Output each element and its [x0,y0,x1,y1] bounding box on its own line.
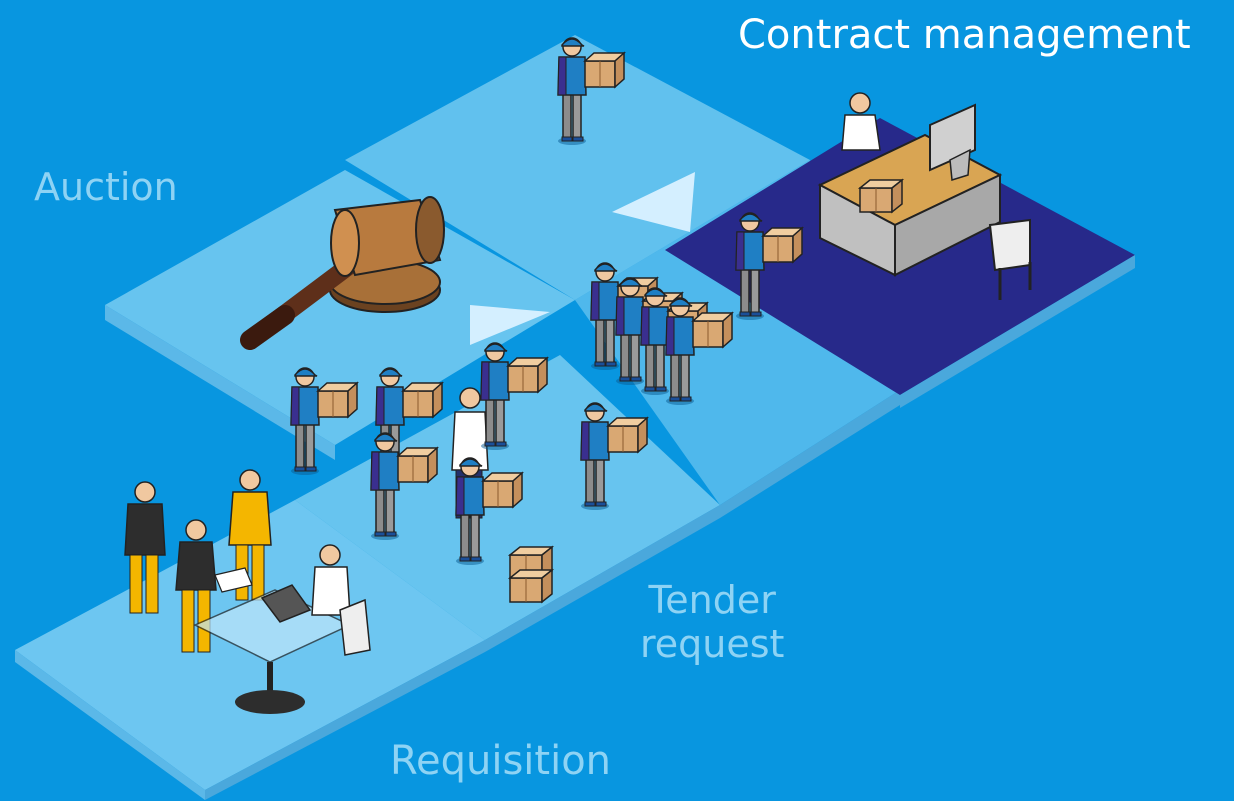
platform-auction [105,170,575,460]
laptop-icon [260,584,312,623]
contract-management-label: Contract management [738,12,1191,58]
requisition-team [124,469,272,653]
auction-label: Auction [34,165,178,209]
manager-figure [841,92,881,151]
chair-icon [988,218,1032,300]
tender-label-line1: Tender [648,578,776,622]
monitor-icon [929,103,976,181]
tender-label-line2: request [640,622,785,666]
arrow-icon [612,172,695,232]
requisition-label: Requisition [390,738,612,784]
tender-request-label: Tender request [640,578,784,666]
arrow-icon [470,305,550,345]
gavel-icon [240,196,445,350]
clerk-figure [311,544,371,656]
